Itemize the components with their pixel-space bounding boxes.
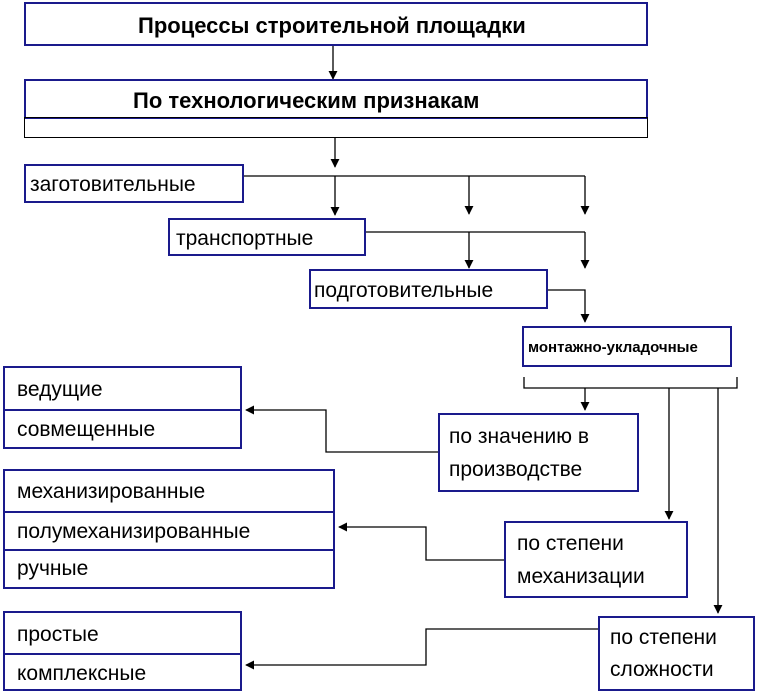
technological-text: По технологическим признакам — [133, 88, 480, 113]
title-box: Процессы строительной площадки — [24, 2, 648, 46]
group-complexity-item: простые — [17, 623, 99, 646]
group-mechanization-item: механизированные — [17, 480, 206, 503]
group-significance-item: ведущие — [17, 378, 103, 401]
technological-underbar — [24, 117, 648, 138]
stage-procurement-label: заготовительные — [30, 173, 196, 196]
criterion-significance-line1: по значению в — [449, 425, 590, 448]
technological-box: По технологическим признакам — [24, 79, 648, 119]
stage-preparatory-label: подготовительные — [314, 279, 494, 302]
stage-preparatory: подготовительные — [309, 269, 548, 309]
group-complexity: простые комплексные — [3, 611, 242, 691]
stage-assembly-label: монтажно-укладочные — [528, 339, 698, 356]
arrow-significance-to-groups — [245, 405, 438, 453]
stage-procurement: заготовительные — [24, 164, 244, 203]
arrow-mechanization-to-groups — [338, 522, 504, 561]
group-mechanization-item: ручные — [5, 549, 333, 581]
group-complexity-item: комплексные — [5, 653, 240, 686]
criterion-significance-line2: производстве — [449, 458, 583, 481]
title-text: Процессы строительной площадки — [138, 13, 526, 38]
stage-transport: транспортные — [168, 218, 366, 256]
group-mechanization-item: полумеханизированные — [5, 511, 333, 544]
link-preparatory-to-assembly — [548, 289, 590, 323]
criterion-complexity: по степени сложности — [598, 616, 755, 691]
stage-transport-label: транспортные — [176, 227, 314, 250]
group-significance: ведущие совмещенные — [3, 366, 242, 449]
stage-assembly: монтажно-укладочные — [522, 326, 732, 367]
criterion-significance: по значению в производстве — [438, 413, 639, 492]
group-mechanization: механизированные полумеханизированные ру… — [3, 469, 335, 589]
bracket-under-assembly — [523, 377, 738, 389]
criterion-complexity-line1: по степени — [610, 626, 717, 649]
criterion-mechanization-line2: механизации — [517, 565, 645, 588]
criterion-mechanization: по степени механизации — [504, 521, 688, 598]
group-significance-item: совмещенные — [5, 409, 240, 442]
arrow-complexity-to-groups — [245, 628, 598, 670]
criterion-complexity-line2: сложности — [610, 658, 714, 681]
criterion-mechanization-line1: по степени — [517, 532, 624, 555]
